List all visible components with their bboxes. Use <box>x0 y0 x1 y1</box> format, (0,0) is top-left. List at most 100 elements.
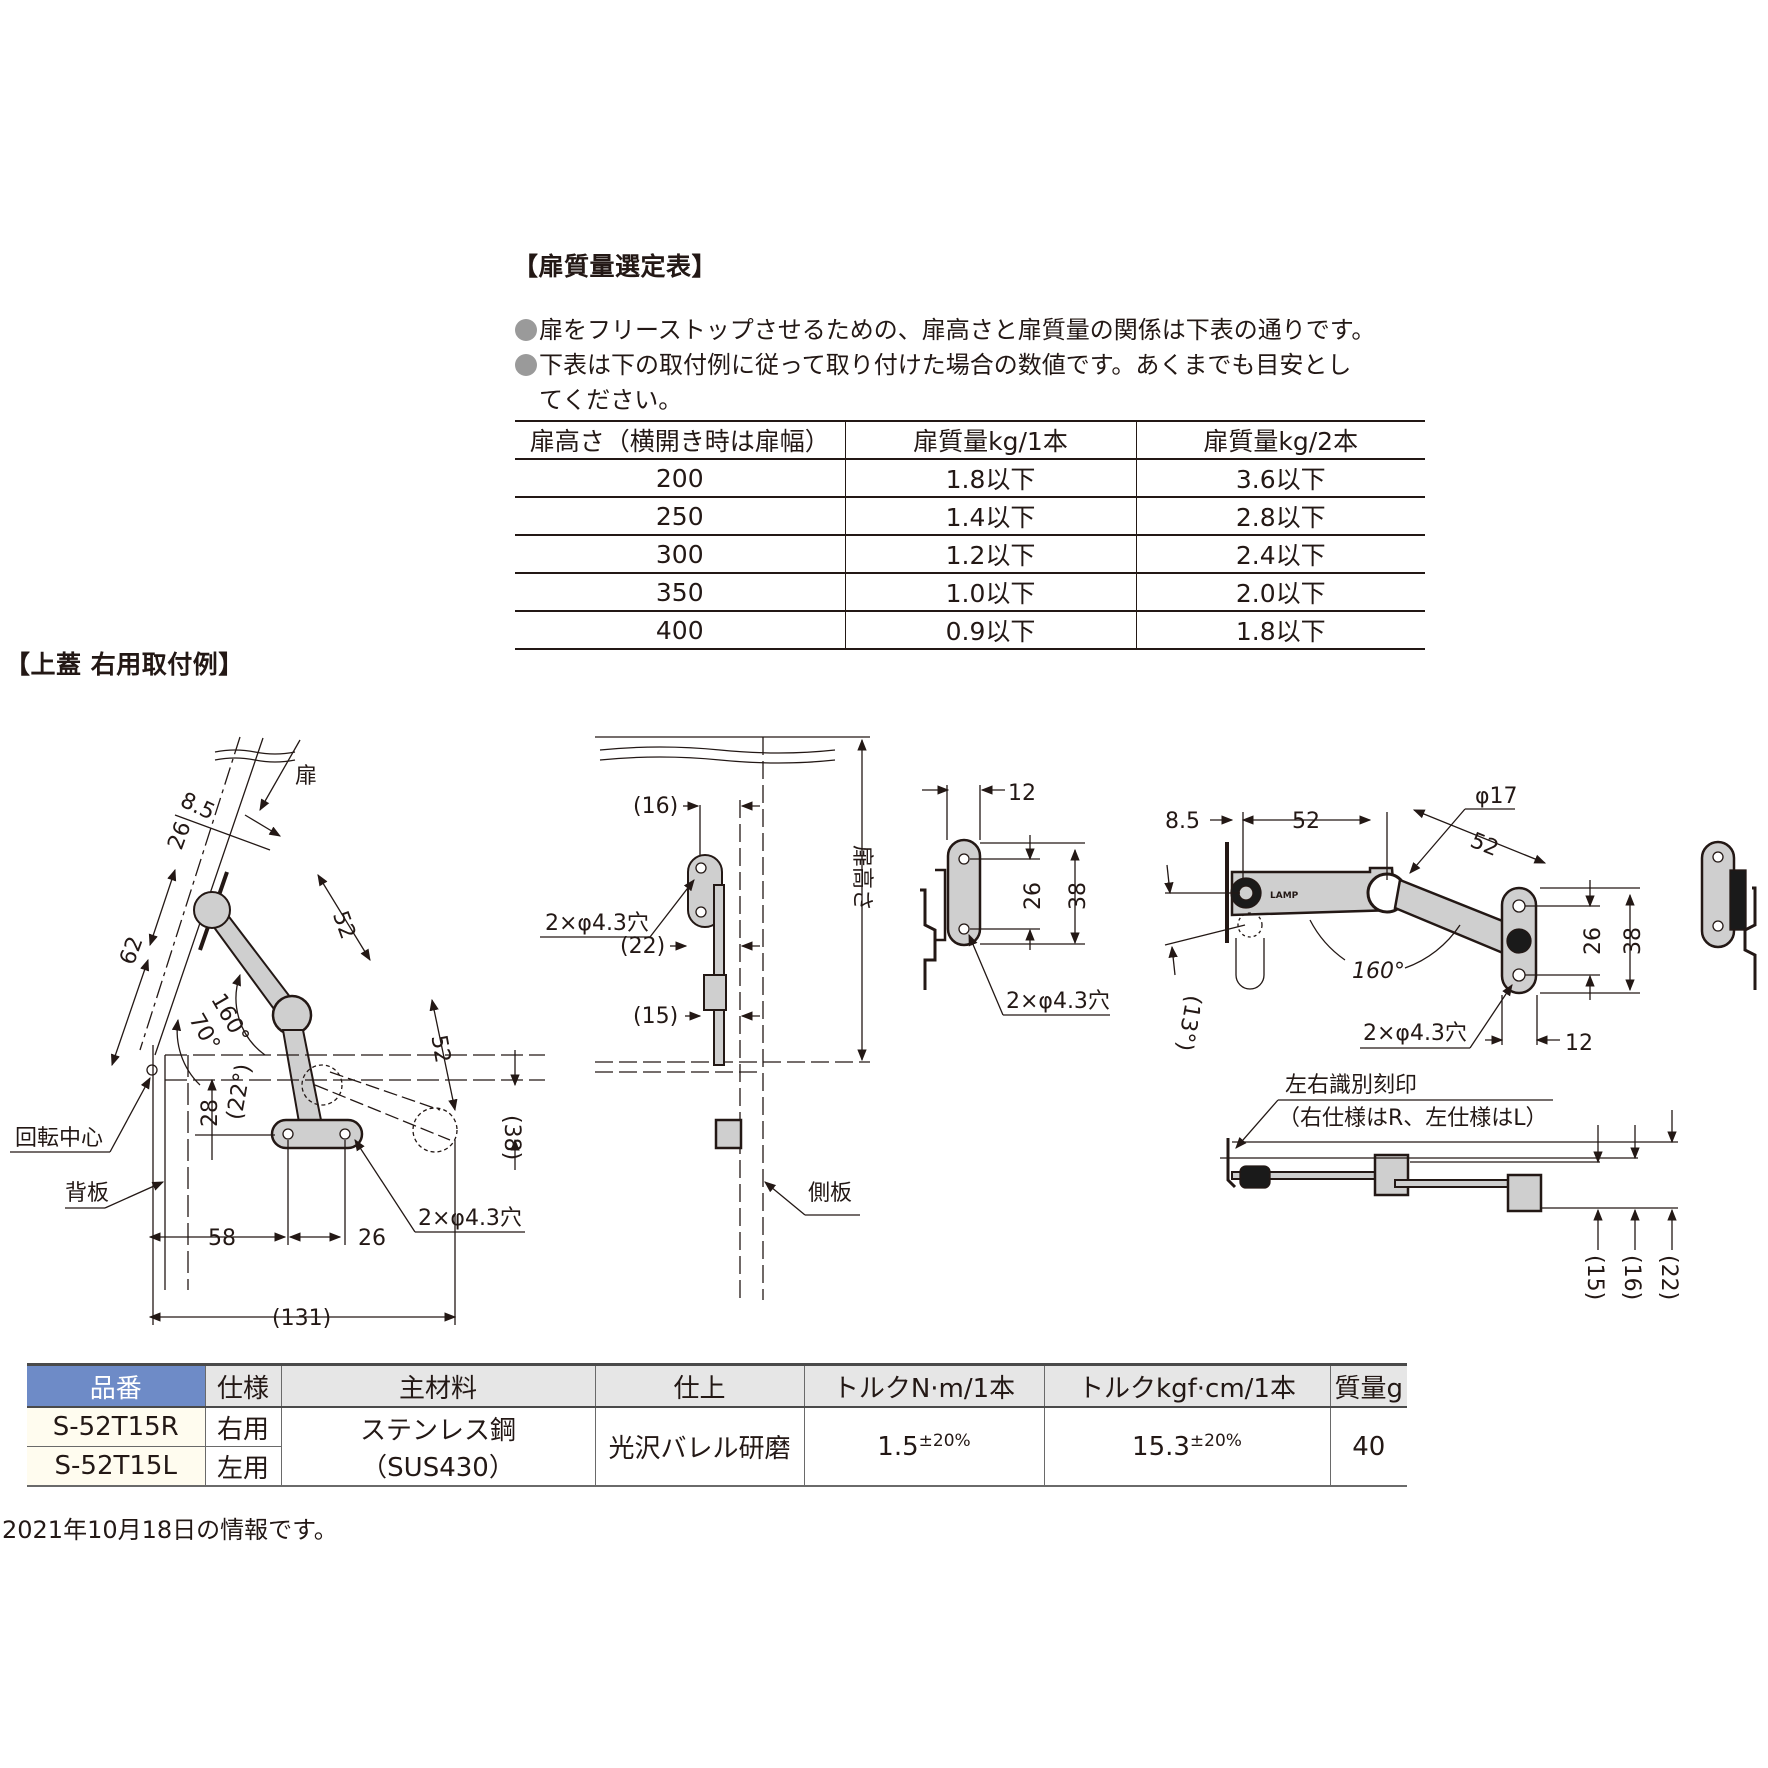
cell-weight-1: 1.4以下 <box>844 497 1136 536</box>
note-2-continued: てください。 <box>539 386 683 414</box>
dim-16: (16) <box>633 794 678 819</box>
label-front-holes: 2×φ4.3穴 <box>545 911 649 936</box>
dim-22-top: (22) <box>1656 1255 1681 1300</box>
dim-52b: 52 <box>425 1033 454 1065</box>
label-marking-title: 左右識別刻印 <box>1285 1073 1417 1098</box>
dim-15-top: (15) <box>1582 1255 1607 1300</box>
front-view-drawing <box>540 736 870 1300</box>
door-weight-table: 扉高さ（横開き時は扉幅） 扉質量kg/1本 扉質量kg/2本 200 1.8以下… <box>515 420 1425 650</box>
header-door-height: 扉高さ（横開き時は扉幅） <box>515 420 845 460</box>
product-spec-table: 品番 仕様 主材料 仕上 トルクN·m/1本 トルクkgf·cm/1本 質量g … <box>27 1363 1407 1487</box>
header-finish: 仕上 <box>594 1363 804 1408</box>
cell-height: 250 <box>515 497 845 536</box>
bullet-icon <box>515 354 537 376</box>
cell-torque-kgfcm: 15.3±20% <box>1043 1407 1330 1487</box>
dim-26-open: 26 <box>1581 927 1606 955</box>
dim-52a: 52 <box>327 908 360 943</box>
dim-12: 12 <box>1008 781 1036 806</box>
label-open-holes: 2×φ4.3穴 <box>1363 1021 1467 1046</box>
table-row: 350 1.0以下 2.0以下 <box>515 573 1425 612</box>
bullet-icon <box>515 319 537 341</box>
header-part-number: 品番 <box>27 1363 205 1408</box>
dim-22deg: (22°) <box>222 1062 256 1122</box>
dim-8-5-open: 8.5 <box>1165 809 1200 834</box>
dim-26: 26 <box>163 818 196 853</box>
cell-weight-2: 1.8以下 <box>1135 611 1425 650</box>
header-weight-1: 扉質量kg/1本 <box>844 420 1136 460</box>
cell-weight-1: 0.9以下 <box>844 611 1136 650</box>
selection-table-title: 【扉質量選定表】 <box>513 252 718 281</box>
table-row: 250 1.4以下 2.8以下 <box>515 497 1425 536</box>
cell-height: 300 <box>515 535 845 574</box>
mounting-example-title: 【上蓋 右用取付例】 <box>5 650 244 679</box>
dim-131: (131) <box>272 1306 331 1331</box>
header-torque-nm: トルクN·m/1本 <box>803 1363 1044 1408</box>
table-row: S-52T15L 左用 <box>27 1446 1407 1487</box>
label-marking-note: （右仕様はR、左仕様はL） <box>1278 1106 1548 1131</box>
dim-12-open: 12 <box>1565 1031 1593 1056</box>
cell-weight-2: 2.4以下 <box>1135 535 1425 574</box>
cell-material: ステンレス鋼 （SUS430） <box>280 1407 595 1487</box>
dim-8-5: 8.5 <box>176 788 218 825</box>
cell-weight-2: 3.6以下 <box>1135 459 1425 498</box>
dim-16-top: (16) <box>1619 1255 1644 1300</box>
cell-mass: 40 <box>1329 1407 1407 1487</box>
cell-weight-2: 2.0以下 <box>1135 573 1425 612</box>
dim-22: (22) <box>620 934 665 959</box>
bracket-view-drawing <box>920 785 1110 1016</box>
table-row: 200 1.8以下 3.6以下 <box>515 459 1425 498</box>
header-torque-kgfcm: トルクkgf·cm/1本 <box>1043 1363 1330 1408</box>
table-header-row: 扉高さ（横開き時は扉幅） 扉質量kg/1本 扉質量kg/2本 <box>515 420 1425 460</box>
dim-58: 58 <box>208 1226 236 1251</box>
table-row: 400 0.9以下 1.8以下 <box>515 611 1425 650</box>
material-line-1: ステンレス鋼 <box>359 1415 516 1446</box>
dim-28: 28 <box>198 1099 223 1127</box>
side-view-drawing <box>10 736 545 1325</box>
cell-weight-1: 1.0以下 <box>844 573 1136 612</box>
cell-finish: 光沢バレル研磨 <box>594 1407 804 1487</box>
header-mass: 質量g <box>1329 1363 1407 1408</box>
table-row: 300 1.2以下 2.4以下 <box>515 535 1425 574</box>
header-spec: 仕様 <box>204 1363 281 1408</box>
dim-160-open: 160° <box>1352 959 1405 984</box>
date-note: 2021年10月18日の情報です。 <box>2 1516 338 1544</box>
dim-13deg: (13°) <box>1171 993 1205 1053</box>
open-view-drawing <box>1164 808 1640 1049</box>
cell-height: 400 <box>515 611 845 650</box>
cell-height: 200 <box>515 459 845 498</box>
dim-15: (15) <box>633 1004 678 1029</box>
cell-weight-1: 1.8以下 <box>844 459 1136 498</box>
top-view-drawing <box>1220 1099 1678 1250</box>
dim-38-bracket: 38 <box>1066 882 1091 910</box>
header-weight-2: 扉質量kg/2本 <box>1135 420 1425 460</box>
note-2: 下表は下の取付例に従って取り付けた場合の数値です。あくまでも目安とし <box>515 347 1351 383</box>
dim-38-open: 38 <box>1621 927 1646 955</box>
table-header-row: 品番 仕様 主材料 仕上 トルクN·m/1本 トルクkgf·cm/1本 質量g <box>27 1363 1407 1408</box>
dim-26-bracket: 26 <box>1021 882 1046 910</box>
cell-spec: 右用 <box>204 1407 281 1447</box>
dim-38: (38) <box>499 1115 524 1160</box>
label-door-height: 扉高さ <box>849 845 874 911</box>
cell-height: 350 <box>515 573 845 612</box>
cell-weight-2: 2.8以下 <box>1135 497 1425 536</box>
header-material: 主材料 <box>280 1363 595 1408</box>
label-door: 扉 <box>295 764 317 789</box>
dim-26-base: 26 <box>358 1226 386 1251</box>
label-side-holes: 2×φ4.3穴 <box>418 1206 522 1231</box>
label-bracket-holes: 2×φ4.3穴 <box>1006 989 1110 1014</box>
dim-phi17: φ17 <box>1475 784 1518 809</box>
cell-spec: 左用 <box>204 1446 281 1487</box>
cell-part-number: S-52T15R <box>27 1407 205 1447</box>
cell-part-number: S-52T15L <box>27 1446 205 1487</box>
dim-52-open: 52 <box>1292 809 1320 834</box>
cell-weight-1: 1.2以下 <box>844 535 1136 574</box>
lamp-stamp: LAMP <box>1270 891 1299 901</box>
material-line-2: （SUS430） <box>361 1452 515 1483</box>
label-rotation-center: 回転中心 <box>15 1126 103 1151</box>
side-bracket-drawing <box>1700 840 1757 990</box>
label-side-panel: 側板 <box>808 1181 852 1206</box>
tolerance: ±20% <box>918 1431 971 1451</box>
table-row: S-52T15R 右用 ステンレス鋼 （SUS430） 光沢バレル研磨 1.5±… <box>27 1407 1407 1487</box>
technical-drawings: 扉 回転中心 背板 2×φ4.3穴 8.5 26 62 52 52 160° 7… <box>10 736 1757 1331</box>
tolerance: ±20% <box>1189 1431 1242 1451</box>
